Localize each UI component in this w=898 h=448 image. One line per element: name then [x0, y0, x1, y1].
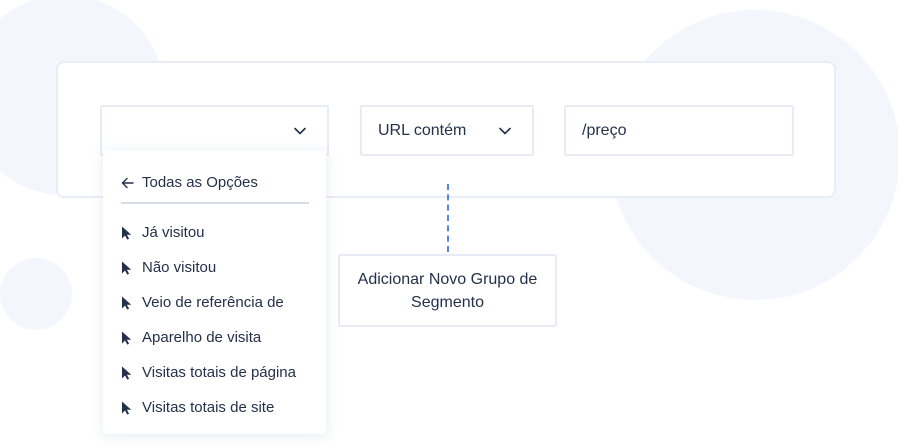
dropdown-option-veio-de-referencia[interactable]: Veio de referência de — [121, 285, 296, 320]
dropdown-option-label: Já visitou — [142, 224, 205, 241]
all-options-label: Todas as Opções — [142, 174, 258, 191]
cursor-icon — [122, 401, 132, 415]
chevron-down-icon — [294, 127, 306, 135]
arrow-left-icon — [121, 177, 134, 188]
operator-value: URL contém — [378, 121, 467, 139]
all-options-back-button[interactable]: Todas as Opções — [121, 174, 258, 191]
dropdown-option-visitas-totais-site[interactable]: Visitas totais de site — [121, 390, 296, 425]
dropdown-option-label: Veio de referência de — [142, 294, 284, 311]
dropdown-option-label: Visitas totais de página — [142, 364, 296, 381]
dropdown-option-label: Não visitou — [142, 259, 217, 276]
add-segment-group-label: Adicionar Novo Grupo de Segmento — [357, 270, 538, 311]
cursor-icon — [122, 226, 132, 240]
condition-type-select[interactable] — [100, 105, 329, 156]
cursor-icon — [122, 366, 132, 380]
dropdown-options-list: Já visitou Não visitou Veio de referênci… — [121, 215, 296, 425]
value-input-text: /preço — [582, 121, 627, 139]
dropdown-option-nao-visitou[interactable]: Não visitou — [121, 250, 296, 285]
dropdown-option-label: Visitas totais de site — [142, 399, 275, 416]
background-circle — [0, 258, 72, 330]
chevron-down-icon — [499, 127, 511, 135]
value-input[interactable]: /preço — [564, 105, 794, 156]
dropdown-option-aparelho-de-visita[interactable]: Aparelho de visita — [121, 320, 296, 355]
dropdown-option-label: Aparelho de visita — [142, 329, 262, 346]
cursor-icon — [122, 331, 132, 345]
add-segment-group-button[interactable]: Adicionar Novo Grupo de Segmento — [338, 254, 557, 327]
dropdown-divider — [121, 202, 309, 204]
cursor-icon — [122, 261, 132, 275]
dashed-connector — [447, 184, 449, 252]
condition-dropdown-menu: Todas as Opções Já visitou Não visitou V… — [103, 150, 326, 434]
operator-select[interactable]: URL contém — [360, 105, 534, 156]
cursor-icon — [122, 296, 132, 310]
dropdown-option-ja-visitou[interactable]: Já visitou — [121, 215, 296, 250]
dropdown-option-visitas-totais-pagina[interactable]: Visitas totais de página — [121, 355, 296, 390]
